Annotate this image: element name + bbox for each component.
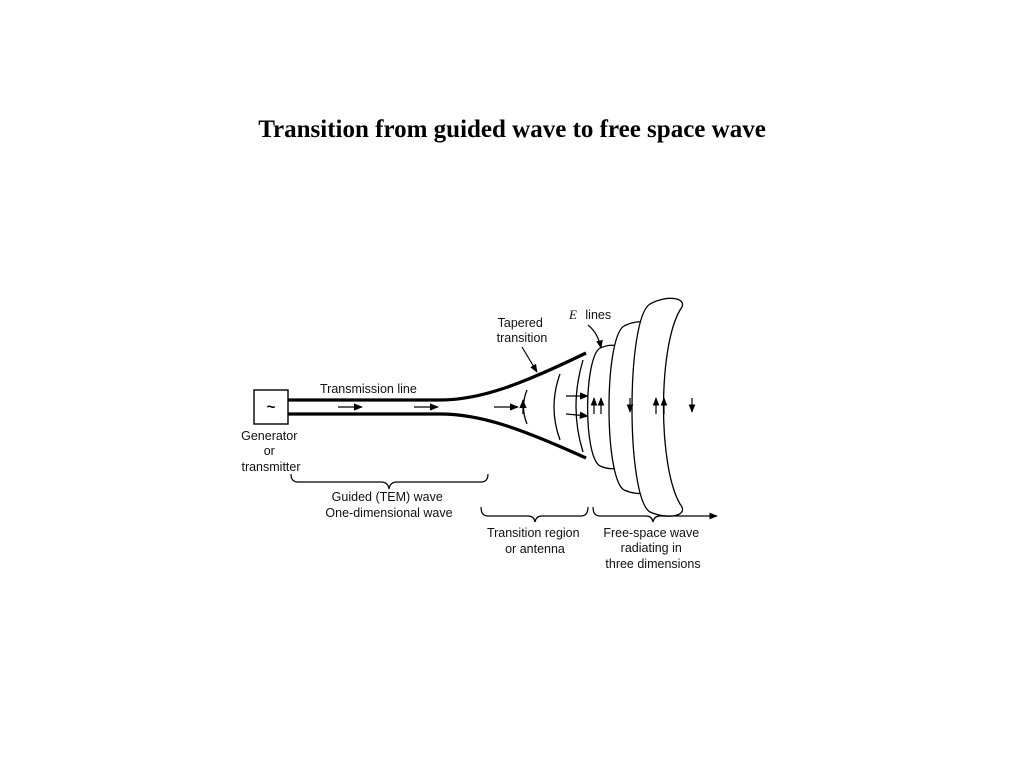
e-lines-label: E lines [568, 306, 611, 323]
transmission-line [288, 351, 587, 460]
upper-conductor [288, 351, 587, 402]
generator-box: ~ [253, 389, 289, 425]
tapered-transition-label: Tapered transition [497, 316, 548, 345]
wavefront-3 [631, 297, 683, 517]
free-space-label: Free-space wave radiating in three dimen… [603, 526, 702, 571]
tapered-field-arrows [519, 392, 589, 419]
wavefront-field-arrows [590, 397, 696, 414]
generator-symbol: ~ [267, 399, 276, 416]
free-space-wavefronts [586, 297, 683, 517]
tapered-e-field-lines [522, 359, 584, 453]
generator-label: Generator or transmitter [241, 429, 301, 474]
guided-wave-label: Guided (TEM) wave One-dimensional wave [325, 490, 452, 520]
tapered-leader-arrow [521, 346, 538, 373]
page-title: Transition from guided wave to free spac… [258, 116, 766, 143]
transition-region-bracket [480, 506, 589, 523]
transmission-line-label: Transmission line [320, 382, 417, 396]
guided-wave-bracket [290, 473, 489, 490]
free-space-bracket [592, 506, 716, 523]
lower-conductor [288, 412, 587, 460]
region-brackets [290, 473, 716, 523]
e-lines-leader-arrow [587, 324, 603, 349]
transition-region-label: Transition region or antenna [487, 526, 583, 556]
